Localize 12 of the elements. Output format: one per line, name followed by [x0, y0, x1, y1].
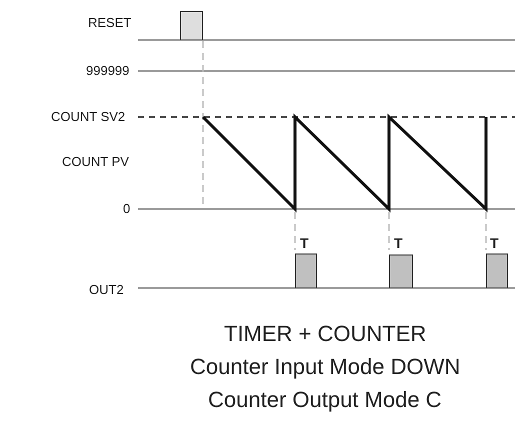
time-label: T: [394, 236, 403, 250]
value-label: 0: [123, 202, 130, 215]
time-label: T: [490, 236, 499, 250]
signal-name: RESET: [88, 16, 132, 29]
time-label: T: [300, 236, 309, 250]
value-label: COUNT SV2: [51, 110, 126, 123]
caption-line: TIMER + COUNTER: [224, 323, 426, 345]
value-label: 999999: [86, 64, 130, 77]
value-label: COUNT PV: [62, 155, 129, 168]
caption-line: Counter Input Mode DOWN: [190, 356, 460, 378]
signal-name: OUT2: [89, 283, 124, 296]
caption-line: Counter Output Mode C: [208, 389, 442, 411]
